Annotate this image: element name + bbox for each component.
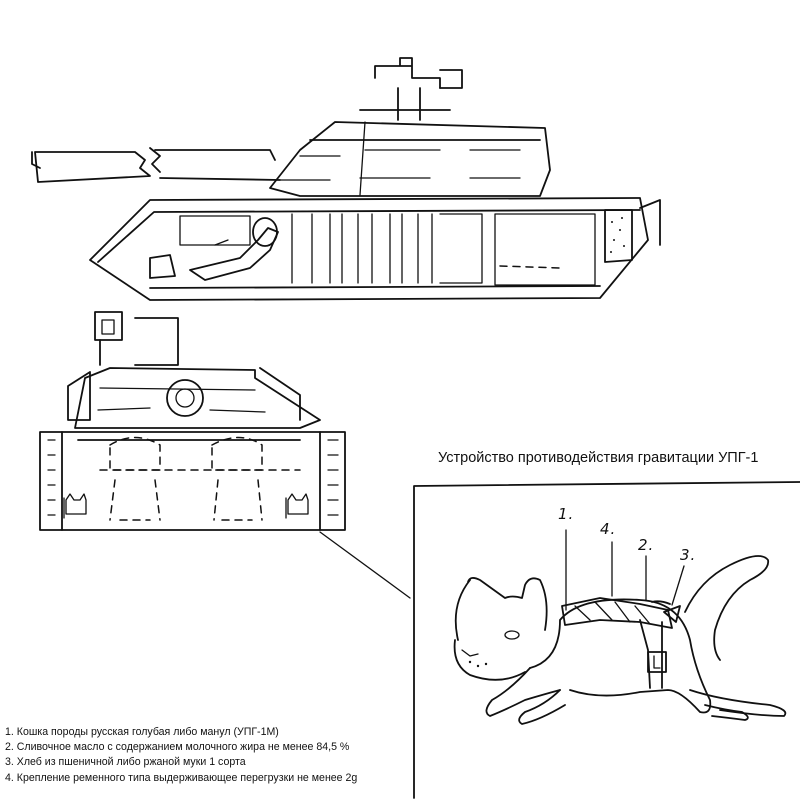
cat-harness-icon xyxy=(453,529,787,725)
legend-item: 2. Сливочное масло с содержанием молочно… xyxy=(5,741,350,754)
callout-4: 4. xyxy=(600,520,617,538)
legend: 1. Кошка породы русская голубая либо ман… xyxy=(5,725,357,786)
inset-frame xyxy=(413,481,800,799)
legend-item: 1. Кошка породы русская голубая либо ман… xyxy=(5,726,279,738)
legend-item: 3. Хлеб из пшеничной либо ржаной муки 1 … xyxy=(5,756,246,769)
tank-front-view-icon xyxy=(39,311,411,599)
inset-title: Устройство противодействия гравитации УП… xyxy=(438,450,759,466)
callout-1: 1. xyxy=(558,505,575,523)
tank-side-view-icon xyxy=(31,57,661,301)
legend-item: 4. Крепление ременного типа выдерживающе… xyxy=(5,771,358,784)
callout-2: 2. xyxy=(638,536,655,554)
callout-3: 3. xyxy=(680,546,697,564)
